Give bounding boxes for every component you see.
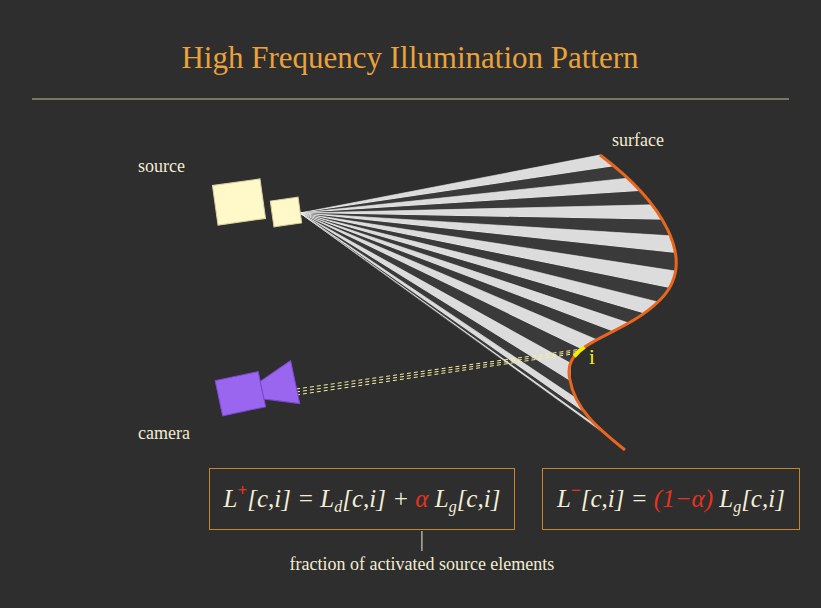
formula-part: [c,i] +	[342, 485, 415, 512]
part-label: source	[138, 156, 185, 177]
ray-dash	[296, 349, 579, 389]
formula-part: [c,i] =	[581, 485, 654, 512]
formula-part: α	[415, 485, 428, 512]
formula-part: [c,i] = L	[247, 485, 334, 512]
point-label: i	[589, 345, 595, 370]
point-i	[574, 347, 584, 356]
formula-part: L	[428, 485, 448, 512]
annotation-note: fraction of activated source elements	[289, 554, 554, 575]
surface-curve	[569, 155, 676, 450]
source-projector	[212, 179, 301, 227]
light-stripe	[300, 213, 625, 450]
ray-dash	[296, 353, 579, 395]
formula-part: g	[449, 498, 457, 515]
camera-ray	[296, 349, 579, 395]
formula-part: L	[224, 485, 238, 512]
formula-part: +	[238, 481, 248, 500]
formula-part: [c,i]	[741, 485, 785, 512]
formula-part: [c,i]	[457, 485, 501, 512]
title-rule	[32, 99, 789, 100]
formula-part: (1−α)	[654, 485, 713, 512]
formula-box: L−[c,i] = (1−α) Lg[c,i]	[542, 468, 800, 530]
part-label: camera	[138, 423, 190, 444]
formula-part: L	[557, 485, 571, 512]
formula-part: d	[334, 498, 342, 515]
formula-part: L	[713, 485, 733, 512]
part-label: surface	[612, 130, 664, 151]
leader-line	[421, 531, 422, 551]
illumination-fan	[300, 155, 675, 450]
light-stripe	[300, 213, 597, 349]
ray-dash	[296, 351, 579, 392]
camera-icon	[214, 361, 299, 420]
formula-part: −	[571, 481, 581, 500]
slide-title: High Frequency Illumination Pattern	[181, 40, 638, 76]
formula-box: L+[c,i] = Ld[c,i] + α Lg[c,i]	[209, 468, 516, 530]
formula-part: g	[733, 498, 741, 515]
light-stripe	[300, 213, 581, 363]
light-stripe	[300, 213, 570, 381]
